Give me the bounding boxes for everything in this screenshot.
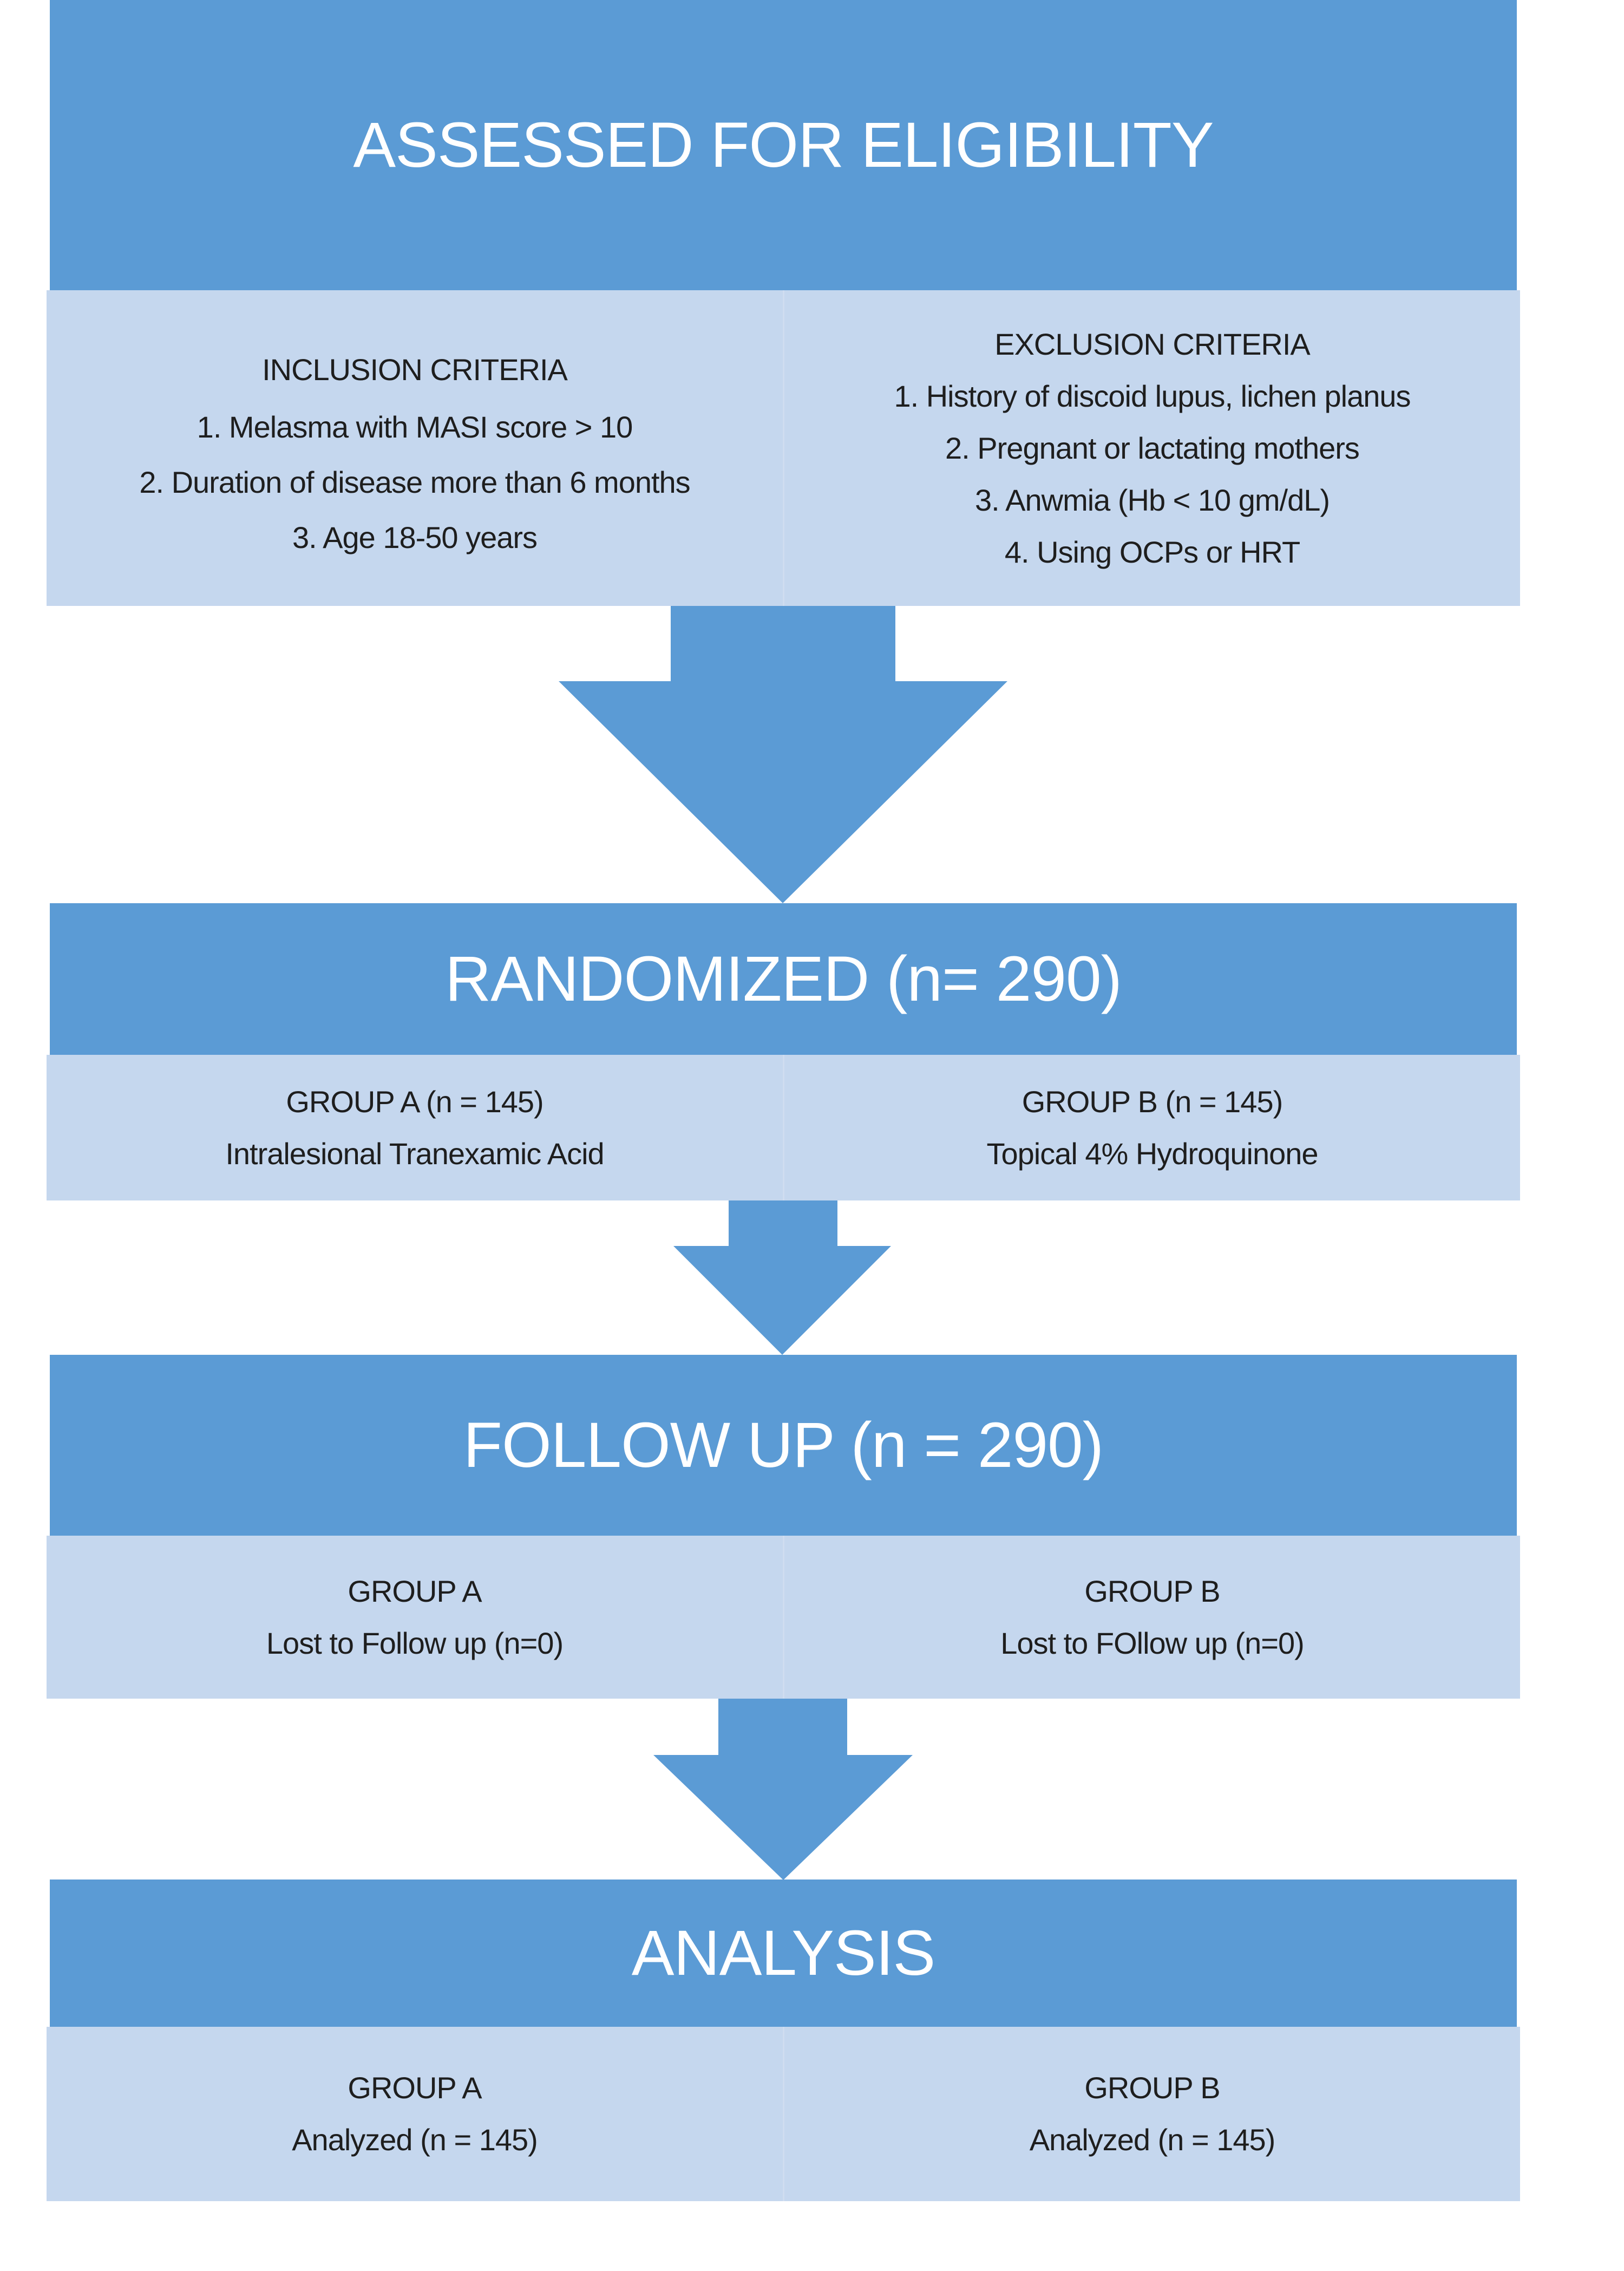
lost-to-follow-up: Lost to Follow up (n=0) bbox=[266, 1626, 564, 1660]
analyzed-count: Analyzed (n = 145) bbox=[292, 2123, 538, 2157]
column-divider bbox=[783, 290, 784, 606]
group-heading: GROUP B (n = 145) bbox=[1021, 1084, 1284, 1119]
stage-randomized-header: RANDOMIZED (n= 290) bbox=[50, 903, 1517, 1055]
exclusion-criteria: EXCLUSION CRITERIA 1. History of discoid… bbox=[784, 290, 1520, 606]
group-heading: GROUP B bbox=[1084, 2071, 1220, 2105]
stage-eligibility-panel: INCLUSION CRITERIA 1. Melasma with MASI … bbox=[47, 290, 1520, 606]
down-arrow-icon bbox=[559, 606, 1008, 904]
group-a-allocation: GROUP A (n = 145) Intralesional Tranexam… bbox=[47, 1055, 783, 1200]
group-b-follow-up: GROUP B Lost to FOllow up (n=0) bbox=[784, 1536, 1520, 1699]
criterion-item: 2. Duration of disease more than 6 month… bbox=[139, 465, 690, 499]
criterion-item: 3. Anwmia (Hb < 10 gm/dL) bbox=[974, 482, 1330, 517]
group-intervention: Intralesional Tranexamic Acid bbox=[225, 1136, 604, 1171]
group-heading: GROUP A bbox=[348, 2071, 482, 2105]
stage-follow-up-panel: GROUP A Lost to Follow up (n=0) GROUP B … bbox=[47, 1536, 1520, 1699]
stage-randomized-panel: GROUP A (n = 145) Intralesional Tranexam… bbox=[47, 1055, 1520, 1200]
stage-title: FOLLOW UP (n = 290) bbox=[463, 1409, 1104, 1481]
group-heading: GROUP A bbox=[348, 1574, 482, 1608]
column-divider bbox=[783, 2027, 784, 2201]
criterion-item: 2. Pregnant or lactating mothers bbox=[945, 430, 1360, 465]
column-heading: INCLUSION CRITERIA bbox=[262, 352, 568, 387]
criterion-item: 1. History of discoid lupus, lichen plan… bbox=[894, 378, 1411, 413]
group-b-analysis: GROUP B Analyzed (n = 145) bbox=[784, 2027, 1520, 2201]
stage-analysis-panel: GROUP A Analyzed (n = 145) GROUP B Analy… bbox=[47, 2027, 1520, 2201]
stage-analysis-header: ANALYSIS bbox=[50, 1880, 1517, 2027]
down-arrow-icon bbox=[673, 1200, 892, 1355]
lost-to-follow-up: Lost to FOllow up (n=0) bbox=[1000, 1626, 1305, 1660]
group-intervention: Topical 4% Hydroquinone bbox=[986, 1136, 1318, 1171]
stage-follow-up-header: FOLLOW UP (n = 290) bbox=[50, 1355, 1517, 1536]
group-heading: GROUP B bbox=[1084, 1574, 1220, 1608]
down-arrow-icon bbox=[653, 1699, 913, 1881]
column-divider bbox=[783, 1536, 784, 1699]
group-heading: GROUP A (n = 145) bbox=[286, 1084, 543, 1119]
stage-title: ASSESSED FOR ELIGIBILITY bbox=[353, 109, 1214, 181]
group-b-allocation: GROUP B (n = 145) Topical 4% Hydroquinon… bbox=[784, 1055, 1520, 1200]
stage-title: RANDOMIZED (n= 290) bbox=[445, 943, 1122, 1015]
analyzed-count: Analyzed (n = 145) bbox=[1029, 2123, 1276, 2157]
stage-title: ANALYSIS bbox=[631, 1917, 935, 1989]
criterion-item: 4. Using OCPs or HRT bbox=[1004, 534, 1300, 569]
criterion-item: 3. Age 18-50 years bbox=[292, 520, 538, 554]
group-a-follow-up: GROUP A Lost to Follow up (n=0) bbox=[47, 1536, 783, 1699]
column-heading: EXCLUSION CRITERIA bbox=[994, 327, 1311, 361]
group-a-analysis: GROUP A Analyzed (n = 145) bbox=[47, 2027, 783, 2201]
criterion-item: 1. Melasma with MASI score > 10 bbox=[197, 409, 633, 444]
column-divider bbox=[783, 1055, 784, 1200]
stage-eligibility-header: ASSESSED FOR ELIGIBILITY bbox=[50, 0, 1517, 290]
inclusion-criteria: INCLUSION CRITERIA 1. Melasma with MASI … bbox=[47, 290, 783, 606]
